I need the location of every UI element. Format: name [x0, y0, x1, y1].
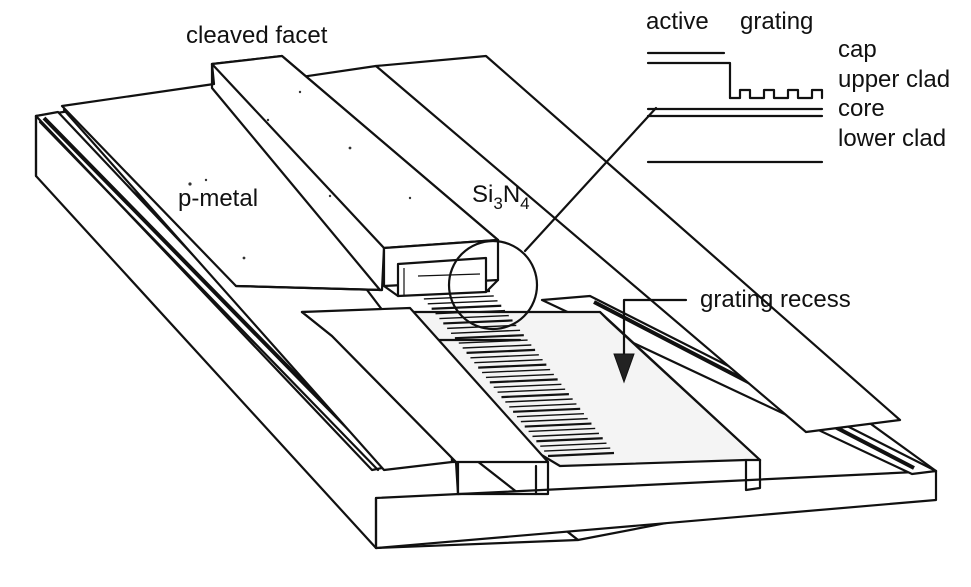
- grating-tooth: [516, 413, 584, 418]
- inset-upper-clad-label: upper clad: [838, 66, 950, 93]
- grating-tooth: [450, 329, 521, 334]
- si3n4-label: Si3N4: [472, 181, 530, 213]
- grating-tooth: [513, 407, 581, 413]
- grating-tooth: [454, 334, 524, 340]
- grating-tooth: [497, 388, 566, 393]
- si3n4-layer: [374, 54, 902, 434]
- inset-active-label: active: [646, 8, 709, 35]
- grating-tooth: [544, 447, 611, 452]
- grating-tooth: [489, 378, 558, 384]
- grating-tooth: [505, 398, 573, 403]
- grating-tooth: [524, 422, 592, 428]
- grating-tooth: [485, 373, 554, 379]
- left-groove: [300, 306, 550, 496]
- inset-cross-section: [646, 51, 824, 164]
- grating-tooth: [466, 348, 536, 355]
- surface-texture: [188, 90, 412, 260]
- grating-tooth: [536, 437, 603, 443]
- grating-tooth: [458, 339, 528, 344]
- grating-tooth: [435, 309, 506, 315]
- grating-pattern: [419, 289, 615, 458]
- inset-lower-clad-label: lower clad: [838, 125, 946, 152]
- grating-recess-label: grating recess: [700, 286, 851, 313]
- grating-tooth: [547, 451, 615, 458]
- grating-tooth: [540, 442, 607, 447]
- grating-tooth: [520, 417, 588, 423]
- inset-grating-label: grating: [740, 8, 813, 35]
- grating-tooth: [509, 403, 577, 408]
- p-metal-label: p-metal: [178, 185, 258, 212]
- cap-step: [646, 61, 732, 100]
- grating-tooth: [474, 359, 543, 364]
- inset-cap-label: cap: [838, 36, 877, 63]
- grating-tooth: [493, 383, 562, 388]
- grating-recess-arrow: [613, 298, 688, 384]
- grating-tooth: [528, 427, 596, 433]
- grating-tooth: [431, 304, 502, 310]
- grating-tooth: [427, 300, 498, 305]
- grating-tooth: [501, 392, 569, 399]
- grating-tooth: [532, 432, 600, 438]
- p-metal-ridge: [60, 54, 500, 292]
- grating-tooth: [443, 319, 513, 325]
- cleaved-facet-box: [382, 238, 500, 298]
- magnifier-circle: [447, 239, 539, 331]
- cleaved-facet-label: cleaved facet: [186, 22, 328, 49]
- grating-tooth: [482, 368, 551, 374]
- grating-tooth: [423, 295, 494, 300]
- grating-teeth: [728, 88, 824, 100]
- grating-tooth: [439, 314, 509, 320]
- grating-tooth: [462, 344, 532, 349]
- grating-tooth: [470, 354, 539, 359]
- magnifier-pointer-line: [523, 106, 658, 253]
- grating-tooth: [478, 363, 547, 369]
- inset-core-label: core: [838, 95, 885, 122]
